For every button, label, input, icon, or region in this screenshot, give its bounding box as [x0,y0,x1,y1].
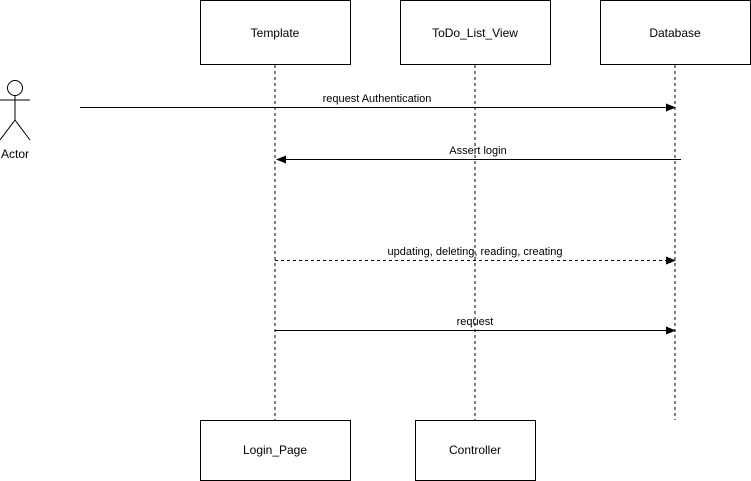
participant-template-box [200,0,351,65]
participant-template[interactable]: Template [200,0,351,65]
participant-database[interactable]: Database [600,0,751,65]
participant-controller-label: Controller [449,443,501,457]
participant-todo-list-view-label: ToDo_List_View [432,26,518,40]
actor-label: Actor [1,147,29,161]
participant-database-box [600,0,751,65]
message-request-authentication-label: request Authentication [323,93,432,105]
message-request-label: request [457,316,494,328]
message-assert-login[interactable]: Assert login [276,145,681,164]
participant-template-label: Template [251,26,300,40]
participant-controller[interactable]: Controller [415,420,536,481]
participant-login-page-box [200,420,351,481]
message-request[interactable]: request [275,316,676,335]
actor-right-leg [14,119,31,141]
participant-controller-box [415,420,536,481]
message-request-authentication[interactable]: request Authentication [80,93,676,112]
actor-figure [0,80,31,141]
participant-login-page[interactable]: Login_Page [200,420,351,481]
participant-database-label: Database [649,26,701,40]
message-crud-operations[interactable]: updating, deleting, reading, creating [275,246,676,265]
actor-head [7,80,23,96]
participant-todo-list-view-box [400,0,551,65]
participant-todo-list-view[interactable]: ToDo_List_View [400,0,551,65]
message-crud-operations-label: updating, deleting, reading, creating [388,246,563,258]
message-assert-login-label: Assert login [449,145,506,157]
participant-login-page-label: Login_Page [243,443,307,457]
actor-left-leg [0,119,16,141]
